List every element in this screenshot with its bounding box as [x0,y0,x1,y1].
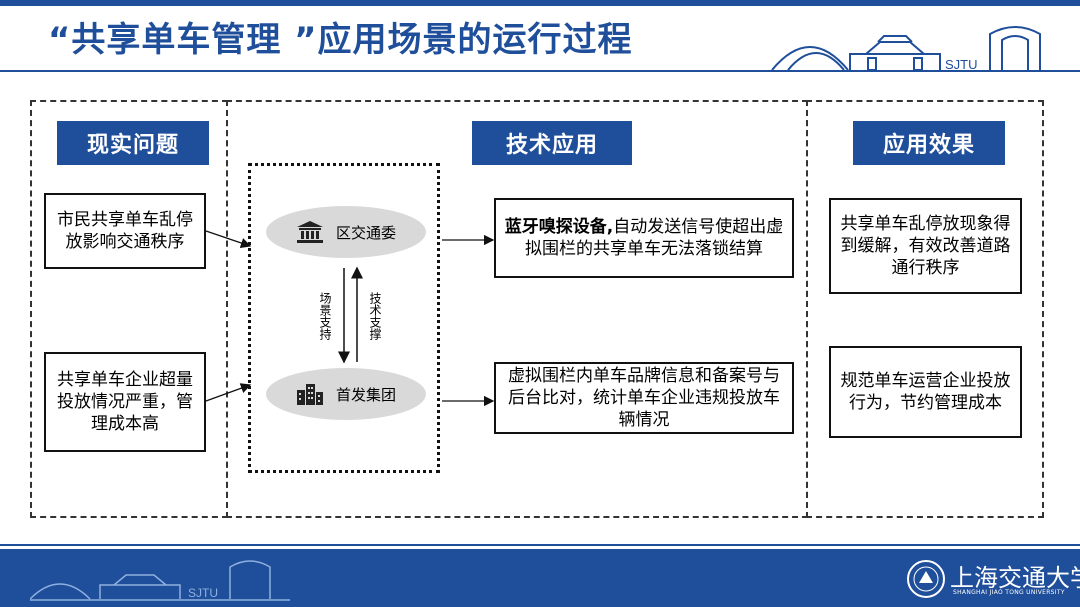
effect-column [806,100,1044,518]
title-divider [0,70,1080,72]
slide-title: “共享单车管理 ”应用场景的运行过程 [48,20,633,60]
actor-name: 区交通委 [335,223,396,242]
university-name: 上海交通大学 [950,564,1080,592]
footer-divider [0,544,1080,546]
effect-box: 规范单车运营企业投放行为，节约管理成本 [829,346,1022,438]
tech-item-box: 蓝牙嗅探设备,自动发送信号使超出虚拟围栏的共享单车无法落锁结算 [494,198,794,278]
effect-header: 应用效果 [853,121,1005,165]
footer-skyline-label: SJTU [188,586,218,600]
effect-text: 共享单车乱停放现象得到缓解，有效改善道路通行秩序 [840,214,1011,278]
office-buildings-icon [296,384,323,405]
actor-oval: 首发集团 [266,368,426,420]
effect-text: 规范单车运营企业投放行为，节约管理成本 [840,371,1011,413]
university-english-name: SHANGHAI JIAO TONG UNIVERSITY [953,589,1065,596]
university-seal-icon [907,560,945,598]
footer-bar: SJTU 上海交通大学 SHANGHAI JIAO TONG UNIVERSIT… [0,549,1080,607]
footer-skyline-icon: SJTU [30,560,290,601]
reality-header: 现实问题 [57,121,209,165]
problem-box: 共享单车企业超量投放情况严重，管理成本高 [44,352,206,452]
government-building-icon [296,221,323,243]
problem-text: 市民共享单车乱停放影响交通秩序 [57,210,193,252]
actor-name: 首发集团 [335,385,396,404]
flow-label-scene-support: 场景支持 [318,292,332,340]
flow-label-tech-support: 技术支撑 [368,292,382,340]
arrow-problem2-to-actor [205,383,252,402]
sjtu-skyline-logo: SJTU [770,26,1070,72]
tech-item-box: 虚拟围栏内单车品牌信息和备案号与后台比对，统计单车企业违规投放车辆情况 [494,362,794,434]
tech-header: 技术应用 [472,121,632,165]
tech-item-text: 蓝牙嗅探设备,自动发送信号使超出虚拟围栏的共享单车无法落锁结算 [502,216,786,260]
tech-item-body: 自动发送信号使超出虚拟围栏的共享单车无法落锁结算 [525,217,784,259]
tech-item-text: 虚拟围栏内单车品牌信息和备案号与后台比对，统计单车企业违规投放车辆情况 [508,366,780,430]
top-accent-bar [0,0,1080,6]
actors-frame [248,163,440,473]
problem-text: 共享单车企业超量投放情况严重，管理成本高 [57,370,193,434]
skyline-label: SJTU [945,57,978,72]
actor-oval: 区交通委 [266,206,426,258]
arrow-problem1-to-actor [205,230,252,248]
problem-box: 市民共享单车乱停放影响交通秩序 [44,193,206,269]
tech-item-highlight: 蓝牙嗅探设备, [504,217,614,237]
effect-box: 共享单车乱停放现象得到缓解，有效改善道路通行秩序 [829,198,1022,294]
